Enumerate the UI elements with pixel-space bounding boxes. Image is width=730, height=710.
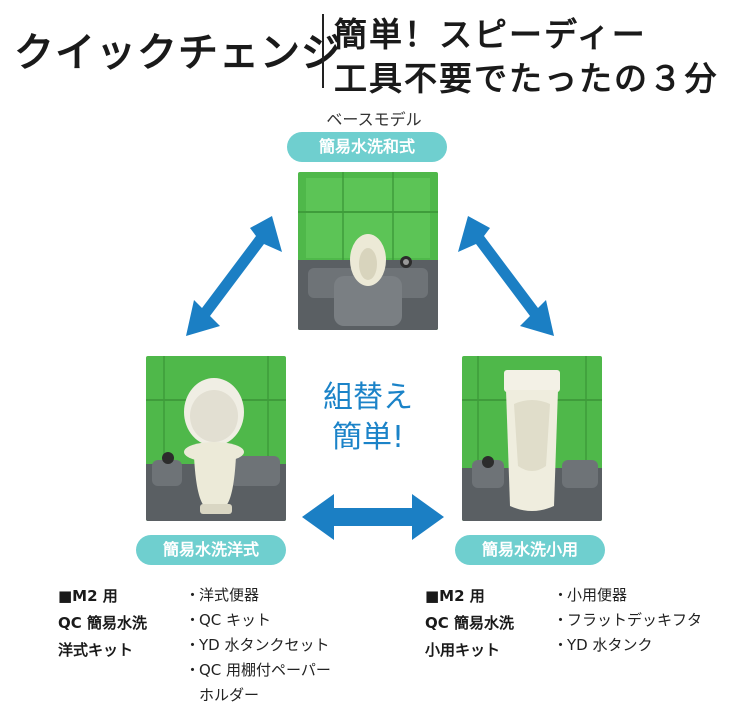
- urinal-kit-title-3: 小用キット: [425, 641, 501, 659]
- tagline-1: 簡単！スピーディー: [334, 15, 647, 54]
- squat-toilet-photo: [298, 172, 438, 330]
- easy-swap-line-1: 組替え: [323, 380, 413, 415]
- list-item: ・YD 水タンク: [553, 636, 653, 654]
- title-divider: [322, 14, 324, 88]
- western-kit-title-3: 洋式キット: [58, 641, 134, 659]
- list-item: ・QC 用棚付ペーパー: [185, 661, 331, 679]
- tagline-2: 工具不要でたったの３分: [334, 59, 719, 98]
- list-item: ホルダー: [199, 686, 260, 704]
- list-item: ・QC キット: [185, 611, 272, 629]
- base-model-pill: 簡易水洗和式: [287, 132, 447, 162]
- urinal-kit-title-2: QC 簡易水洗: [425, 614, 514, 632]
- arrow-left-right: [302, 494, 444, 540]
- urinal-kit-title-1: ■M2 用: [425, 587, 485, 605]
- urinal-kit-title: ■M2 用 QC 簡易水洗 小用キット: [425, 583, 514, 664]
- easy-swap-line-2: 簡単!: [331, 420, 405, 455]
- western-kit-title: ■M2 用 QC 簡易水洗 洋式キット: [58, 583, 147, 664]
- western-toilet-photo: [146, 356, 286, 521]
- western-kit-title-2: QC 簡易水洗: [58, 614, 147, 632]
- list-item: ・小用便器: [553, 586, 628, 604]
- arrow-left-to-top: [186, 216, 282, 336]
- list-item: ・フラットデッキフタ: [553, 611, 703, 629]
- urinal-photo: [462, 356, 602, 521]
- western-kit-items: ・洋式便器 ・QC キット ・YD 水タンクセット ・QC 用棚付ペーパー ホル…: [185, 583, 331, 708]
- base-model-label: ベースモデル: [326, 110, 422, 129]
- western-kit-title-1: ■M2 用: [58, 587, 118, 605]
- page-title: クイックチェンジ: [14, 30, 342, 76]
- list-item: ・洋式便器: [185, 586, 260, 604]
- easy-swap-text: 組替え 簡単!: [308, 378, 428, 458]
- western-model-pill: 簡易水洗洋式: [136, 535, 286, 565]
- urinal-model-pill: 簡易水洗小用: [455, 535, 605, 565]
- arrow-top-to-right: [458, 216, 554, 336]
- list-item: ・YD 水タンクセット: [185, 636, 330, 654]
- urinal-kit-items: ・小用便器 ・フラットデッキフタ ・YD 水タンク: [553, 583, 702, 658]
